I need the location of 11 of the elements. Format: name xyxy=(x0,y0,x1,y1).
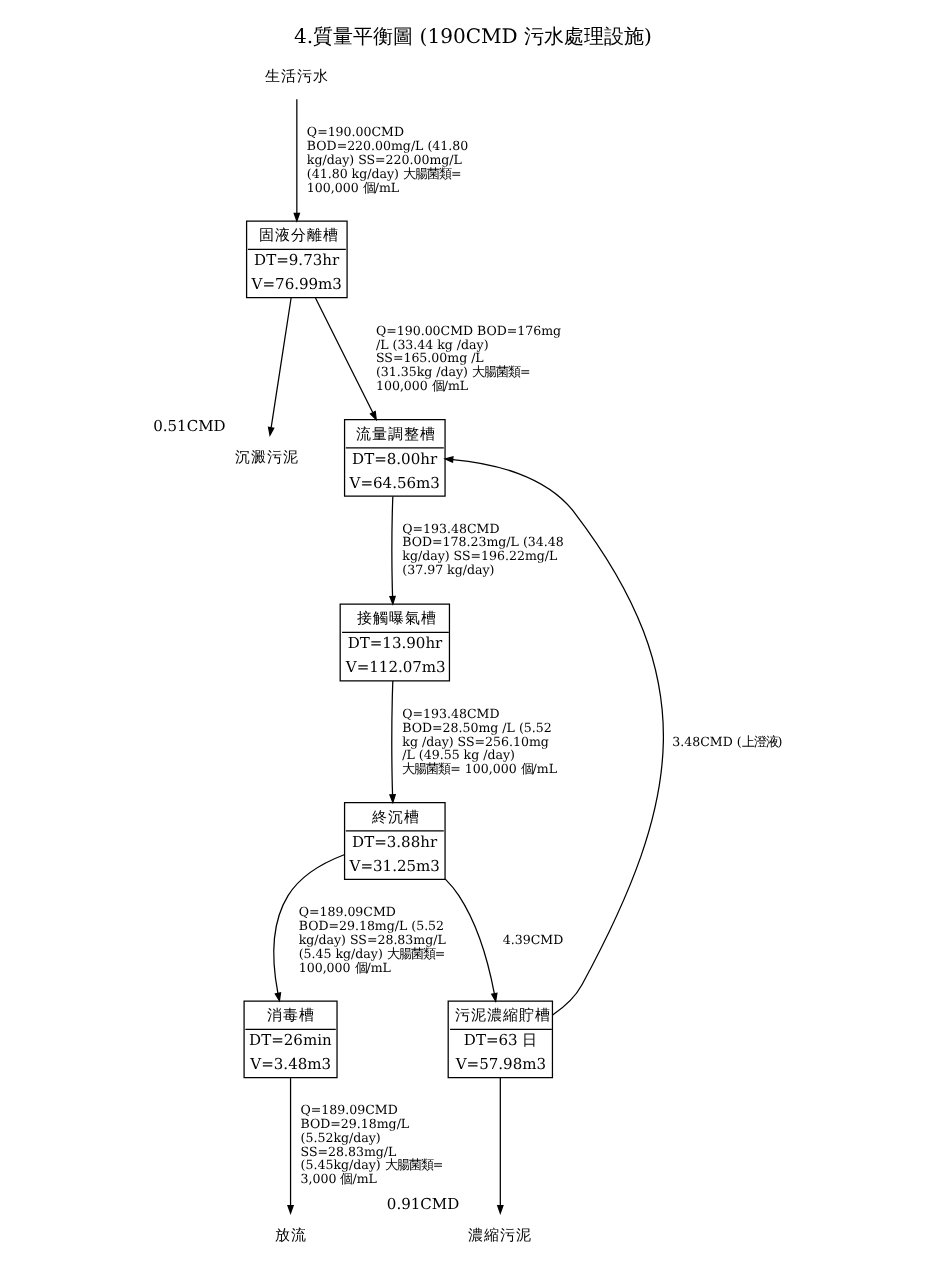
arrow xyxy=(443,456,664,1016)
arrow xyxy=(444,878,498,1003)
arrow xyxy=(273,854,345,1003)
arrow xyxy=(314,297,378,422)
arrow xyxy=(389,680,397,805)
diagram-title: 4.質量平衡圖 (190CMD 污水處理設施) xyxy=(294,26,652,49)
arrow xyxy=(287,1077,295,1215)
arrow xyxy=(267,297,292,438)
arrow xyxy=(496,1077,504,1215)
arrow xyxy=(293,98,301,223)
arrow xyxy=(389,495,397,606)
